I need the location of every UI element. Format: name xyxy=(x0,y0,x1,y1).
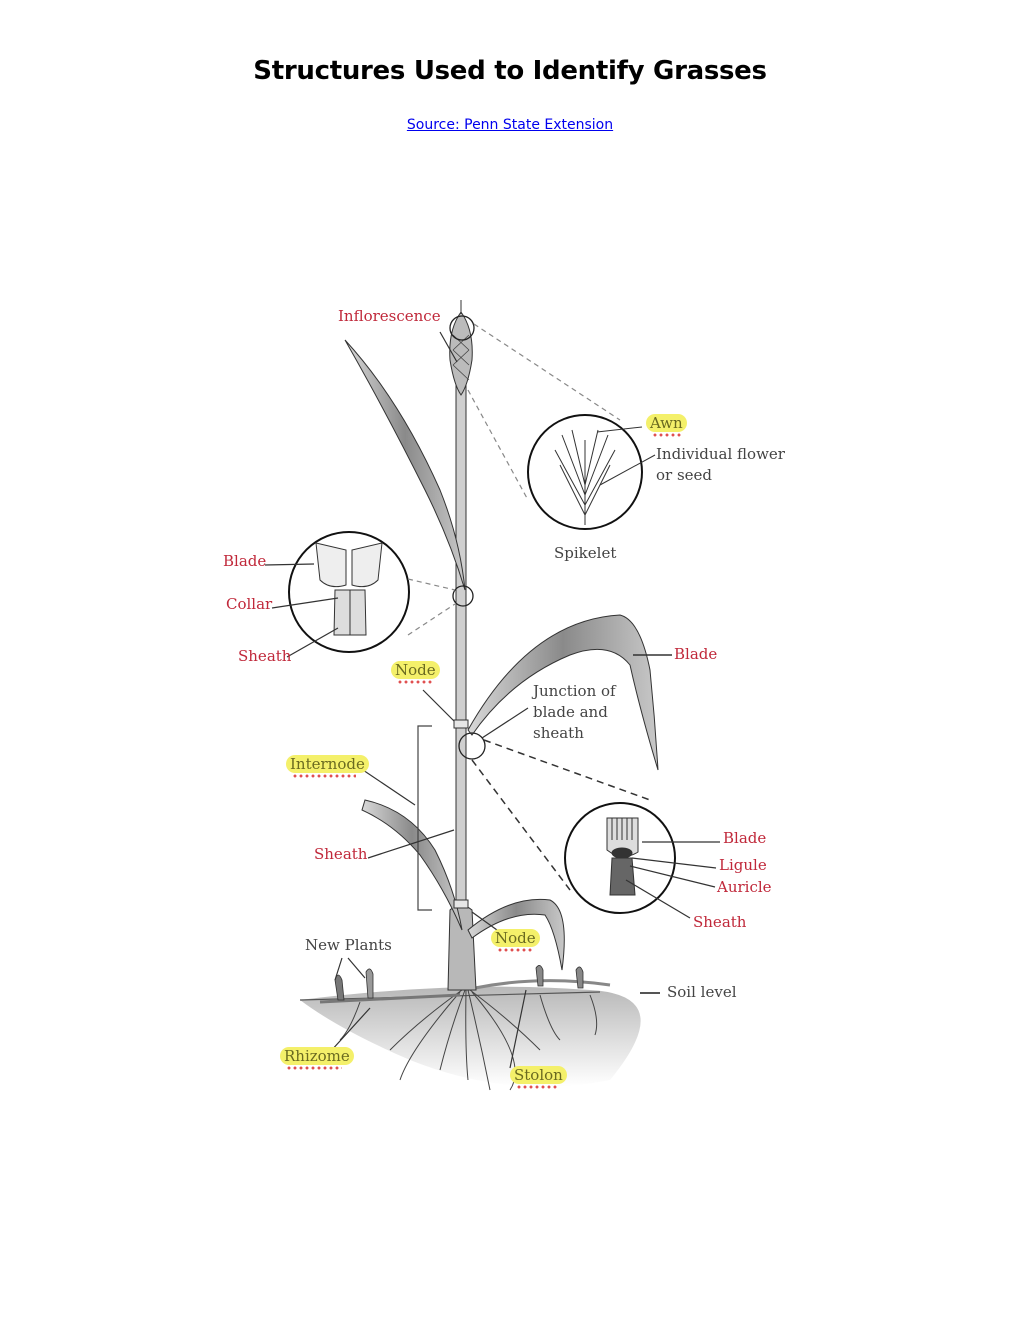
source-link[interactable]: Source: Penn State Extension xyxy=(406,117,614,133)
source-line: Source: Penn State Extension xyxy=(0,117,1020,133)
spellcheck-underline xyxy=(397,680,433,684)
label-blade-leaf: Blade xyxy=(674,645,718,663)
label-inflorescence: Inflorescence xyxy=(338,307,441,325)
label-sheath-stem: Sheath xyxy=(314,845,368,863)
spellcheck-underline xyxy=(652,433,682,437)
label-node-upper: Node xyxy=(391,661,440,679)
grass-structure-diagram: Inflorescence Awn Individual flower or s… xyxy=(210,290,810,1110)
label-sheath-ligule-detail: Sheath xyxy=(693,913,747,931)
label-blade-ligule-detail: Blade xyxy=(723,829,767,847)
label-sheath-collar-detail: Sheath xyxy=(238,647,292,665)
spellcheck-underline xyxy=(516,1085,558,1089)
spellcheck-underline xyxy=(292,774,356,778)
label-individual-flower: Individual flower xyxy=(656,445,785,463)
label-new-plants: New Plants xyxy=(305,936,392,954)
label-awn: Awn xyxy=(646,414,687,432)
label-junction-line2: blade and xyxy=(533,703,608,721)
label-soil-level: Soil level xyxy=(667,983,737,1001)
label-stolon: Stolon xyxy=(510,1066,567,1084)
grass-plant-illustration xyxy=(264,300,720,1091)
label-ligule: Ligule xyxy=(719,856,767,874)
spellcheck-underline xyxy=(286,1066,342,1070)
label-rhizome: Rhizome xyxy=(280,1047,354,1065)
label-junction-line3: sheath xyxy=(533,724,584,742)
label-blade-collar-detail: Blade xyxy=(223,552,267,570)
label-node-lower: Node xyxy=(491,929,540,947)
label-spikelet: Spikelet xyxy=(554,544,617,562)
label-internode: Internode xyxy=(286,755,369,773)
label-auricle: Auricle xyxy=(717,878,772,896)
label-junction-line1: Junction of xyxy=(533,682,616,700)
spellcheck-underline xyxy=(497,948,533,952)
label-or-seed: or seed xyxy=(656,466,713,484)
label-collar: Collar xyxy=(226,595,273,613)
page-title: Structures Used to Identify Grasses xyxy=(253,56,767,86)
